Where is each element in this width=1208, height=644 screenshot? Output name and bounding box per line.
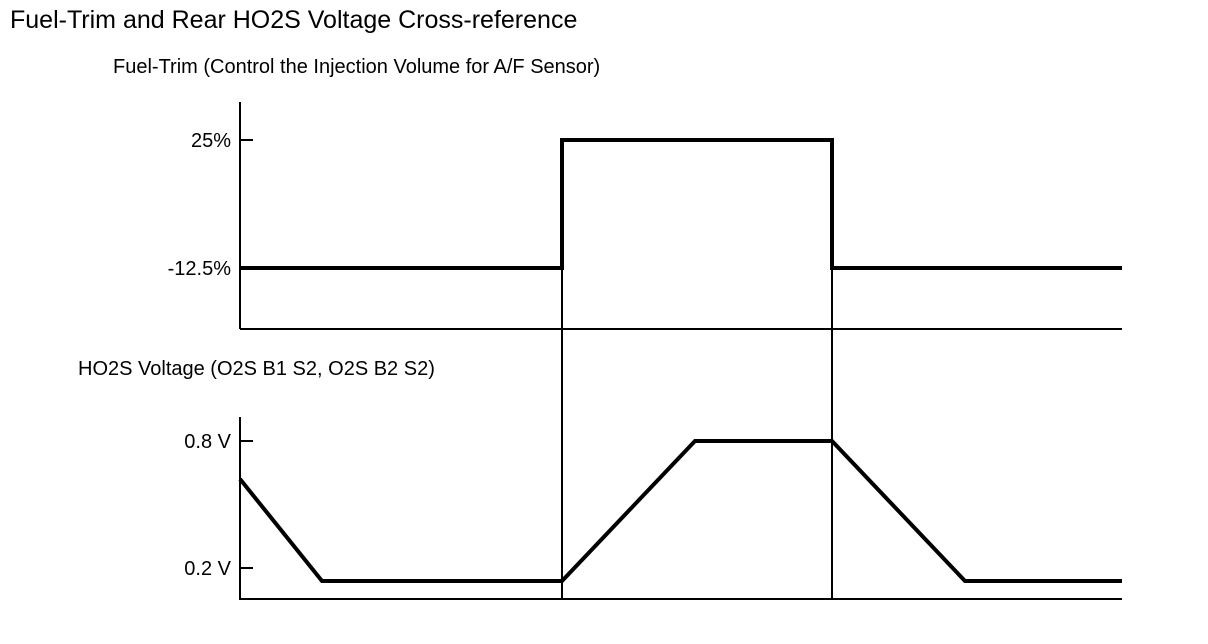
- ho2s-tick-label-0-8: 0.8 V: [184, 431, 231, 453]
- ho2s-waveform: [238, 439, 1122, 583]
- ho2s-tick-label-0-2: 0.2 V: [184, 558, 231, 580]
- fuel-trim-tick-label-neg12-5: -12.5%: [168, 258, 232, 280]
- fuel-trim-waveform: [240, 138, 1122, 270]
- fuel-trim-tick-label-25: 25%: [191, 130, 231, 152]
- fuel-trim-label: Fuel-Trim (Control the Injection Volume …: [113, 56, 601, 78]
- diagram-title: Fuel-Trim and Rear HO2S Voltage Cross-re…: [10, 6, 578, 34]
- ho2s-voltage-label: HO2S Voltage (O2S B1 S2, O2S B2 S2): [78, 358, 435, 380]
